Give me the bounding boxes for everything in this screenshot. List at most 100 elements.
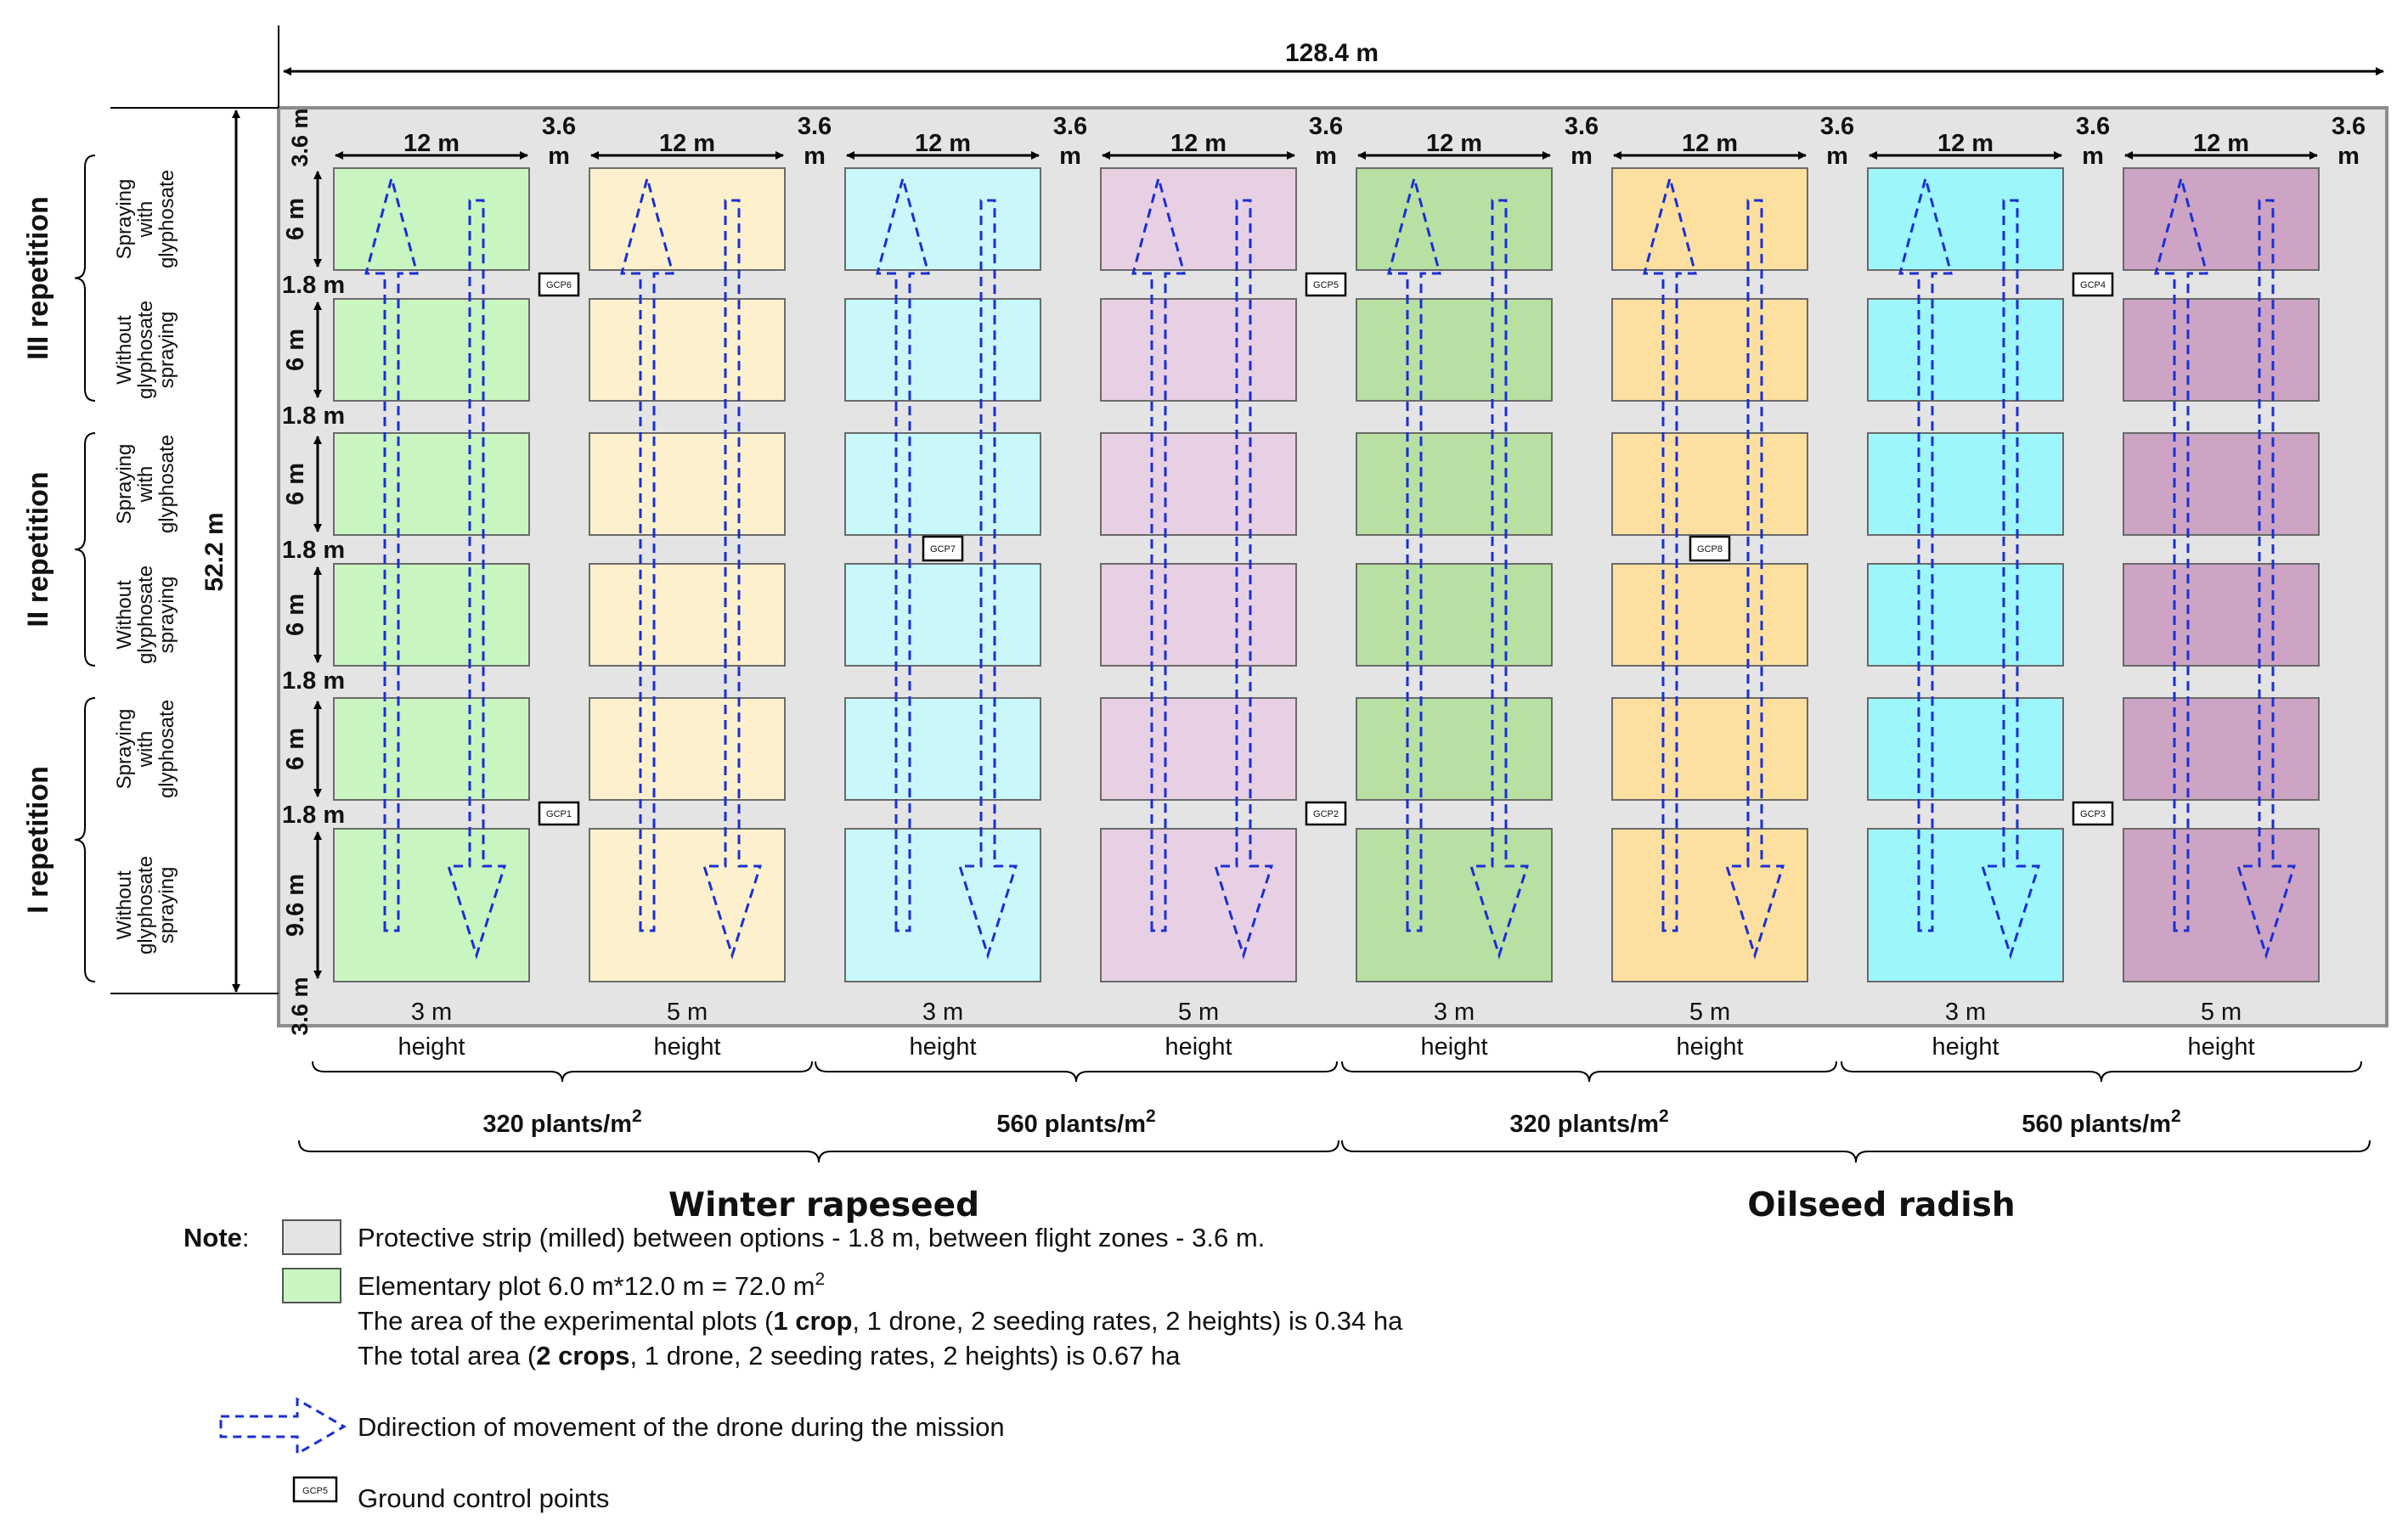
row-height-label: 6 m	[282, 594, 309, 636]
plot-c7-r6	[1867, 828, 2064, 982]
repetition-label: II repetition	[22, 471, 54, 627]
group-brace	[815, 1061, 1338, 1083]
plot-c2-r4	[589, 563, 786, 667]
plot-c8-r1	[2123, 167, 2320, 271]
plot-c4-r3	[1100, 432, 1297, 536]
gcp-label: GCP4	[2080, 280, 2106, 290]
column-gap-value: 3.6	[542, 113, 576, 140]
plot-c4-r5	[1100, 697, 1297, 801]
bottom-strip-label: 3.6 m	[287, 977, 313, 1035]
plot-c4-r6	[1100, 828, 1297, 982]
legend-gcp-sample-label: GCP5	[302, 1486, 328, 1496]
column-gap-value: 3.6	[798, 113, 832, 140]
gcp-marker-icon	[1305, 272, 1347, 297]
plot-c3-r1	[844, 167, 1041, 271]
gcp-marker-icon	[538, 272, 580, 297]
plot-c1-r6	[333, 828, 530, 982]
column-height-word: height	[1931, 1033, 1999, 1061]
treatment-line: with	[134, 466, 157, 504]
treatment-line: glyphosate	[155, 700, 178, 798]
legend-area-one-crop: The area of the experimental plots (1 cr…	[358, 1306, 1403, 1336]
total-width-label: 128.4 m	[1285, 39, 1379, 67]
column-gap-unit: m	[2082, 143, 2104, 170]
column-gap-unit: m	[1826, 143, 1848, 170]
plot-c2-r1	[589, 167, 786, 271]
treatment-line: glyphosate	[134, 856, 157, 954]
treatment-label: Withoutglyphosatespraying	[113, 856, 178, 954]
plot-c7-r1	[1867, 167, 2064, 271]
drone-paths-layer	[364, 173, 2297, 960]
treatment-line: spraying	[155, 577, 178, 654]
column-gap-unit: m	[1315, 143, 1337, 170]
treatment-line: Spraying	[113, 709, 136, 790]
repetition-brace	[74, 155, 96, 402]
legend-strip-text: Protective strip (milled) between option…	[358, 1223, 1265, 1252]
plot-c2-r3	[589, 432, 786, 536]
column-height-word: height	[398, 1033, 465, 1061]
plot-width-label: 12 m	[2193, 130, 2249, 157]
drone-path-down-icon	[702, 199, 763, 960]
drone-path-up-icon	[876, 173, 930, 932]
plot-c8-r4	[2123, 563, 2320, 667]
repetition-label: III repetition	[22, 196, 54, 360]
drone-path-up-icon	[364, 173, 419, 932]
seeding-rate-text: 320 plants/m	[1509, 1111, 1659, 1138]
plot-width-label: 12 m	[1937, 130, 1994, 157]
drone-path-down-icon	[1213, 199, 1274, 960]
plot-c5-r1	[1356, 167, 1553, 271]
plot-c5-r2	[1356, 298, 1553, 402]
gcp-marker-icon	[538, 801, 580, 826]
dimensions-layer: 3.6 m 12 m 3.6 m 12 m 3.6 m 12 m 3.6 m 12 m 3.6 m 12 …	[282, 108, 2366, 1035]
plot-c1-r1	[333, 167, 530, 271]
plot-width-label: 12 m	[1170, 130, 1227, 157]
column-gap-unit: m	[1571, 143, 1593, 170]
row-height-label: 9.6 m	[282, 874, 309, 937]
seeding-rate-text: 560 plants/m	[2022, 1111, 2171, 1138]
treatment-line: Without	[113, 870, 136, 940]
plot-c6-r6	[1611, 828, 1808, 982]
treatment-line: Spraying	[113, 444, 136, 525]
legend-gcp-icon	[292, 1476, 338, 1503]
plot-c2-r2	[589, 298, 786, 402]
seeding-rate-label: 560 plants/m2	[2022, 1106, 2180, 1138]
row-height-label: 6 m	[282, 198, 309, 240]
plot-c8-r2	[2123, 298, 2320, 402]
seeding-rate-label: 320 plants/m2	[1509, 1106, 1668, 1138]
plot-c4-r1	[1100, 167, 1297, 271]
legend-plot-text: Elementary plot 6.0 m*12.0 m = 72.0 m2	[358, 1269, 825, 1301]
legend: Note: Protective strip (milled) between …	[183, 1219, 1403, 1513]
repetition-label: I repetition	[22, 766, 54, 914]
column-gap-unit: m	[548, 143, 570, 170]
plot-c7-r3	[1867, 432, 2064, 536]
legend-plot-swatch	[282, 1268, 341, 1303]
column-height-value: 5 m	[667, 999, 708, 1026]
plot-width-label: 12 m	[1426, 130, 1482, 157]
repetition-brace	[74, 432, 96, 667]
row-gap-label: 1.8 m	[282, 667, 345, 695]
column-gap-value: 3.6	[2076, 113, 2110, 140]
drone-path-down-icon	[957, 199, 1018, 960]
plot-c4-r4	[1100, 563, 1297, 667]
plot-c7-r4	[1867, 563, 2064, 667]
top-strip-label: 3.6 m	[287, 108, 313, 166]
column-gap-value: 3.6	[1565, 113, 1599, 140]
drone-path-up-icon	[1643, 173, 1697, 932]
column-height-value: 3 m	[1434, 999, 1475, 1026]
column-height-value: 3 m	[1945, 999, 1986, 1026]
drone-path-down-icon	[1724, 199, 1785, 960]
plot-width-label: 12 m	[1682, 130, 1738, 157]
plot-c7-r2	[1867, 298, 2064, 402]
repetition-brace	[74, 697, 96, 982]
plot-c4-r2	[1100, 298, 1297, 402]
gcp-marker-icon	[922, 535, 964, 562]
drone-path-down-icon	[1469, 199, 1530, 960]
row-height-label: 6 m	[282, 728, 309, 770]
total-height-label: 52.2 m	[200, 512, 228, 591]
plot-c8-r3	[2123, 432, 2320, 536]
column-gap-value: 3.6	[1820, 113, 1854, 140]
column-height-word: height	[2187, 1033, 2254, 1061]
group-brace	[1841, 1061, 2362, 1083]
plot-c1-r5	[333, 697, 530, 801]
